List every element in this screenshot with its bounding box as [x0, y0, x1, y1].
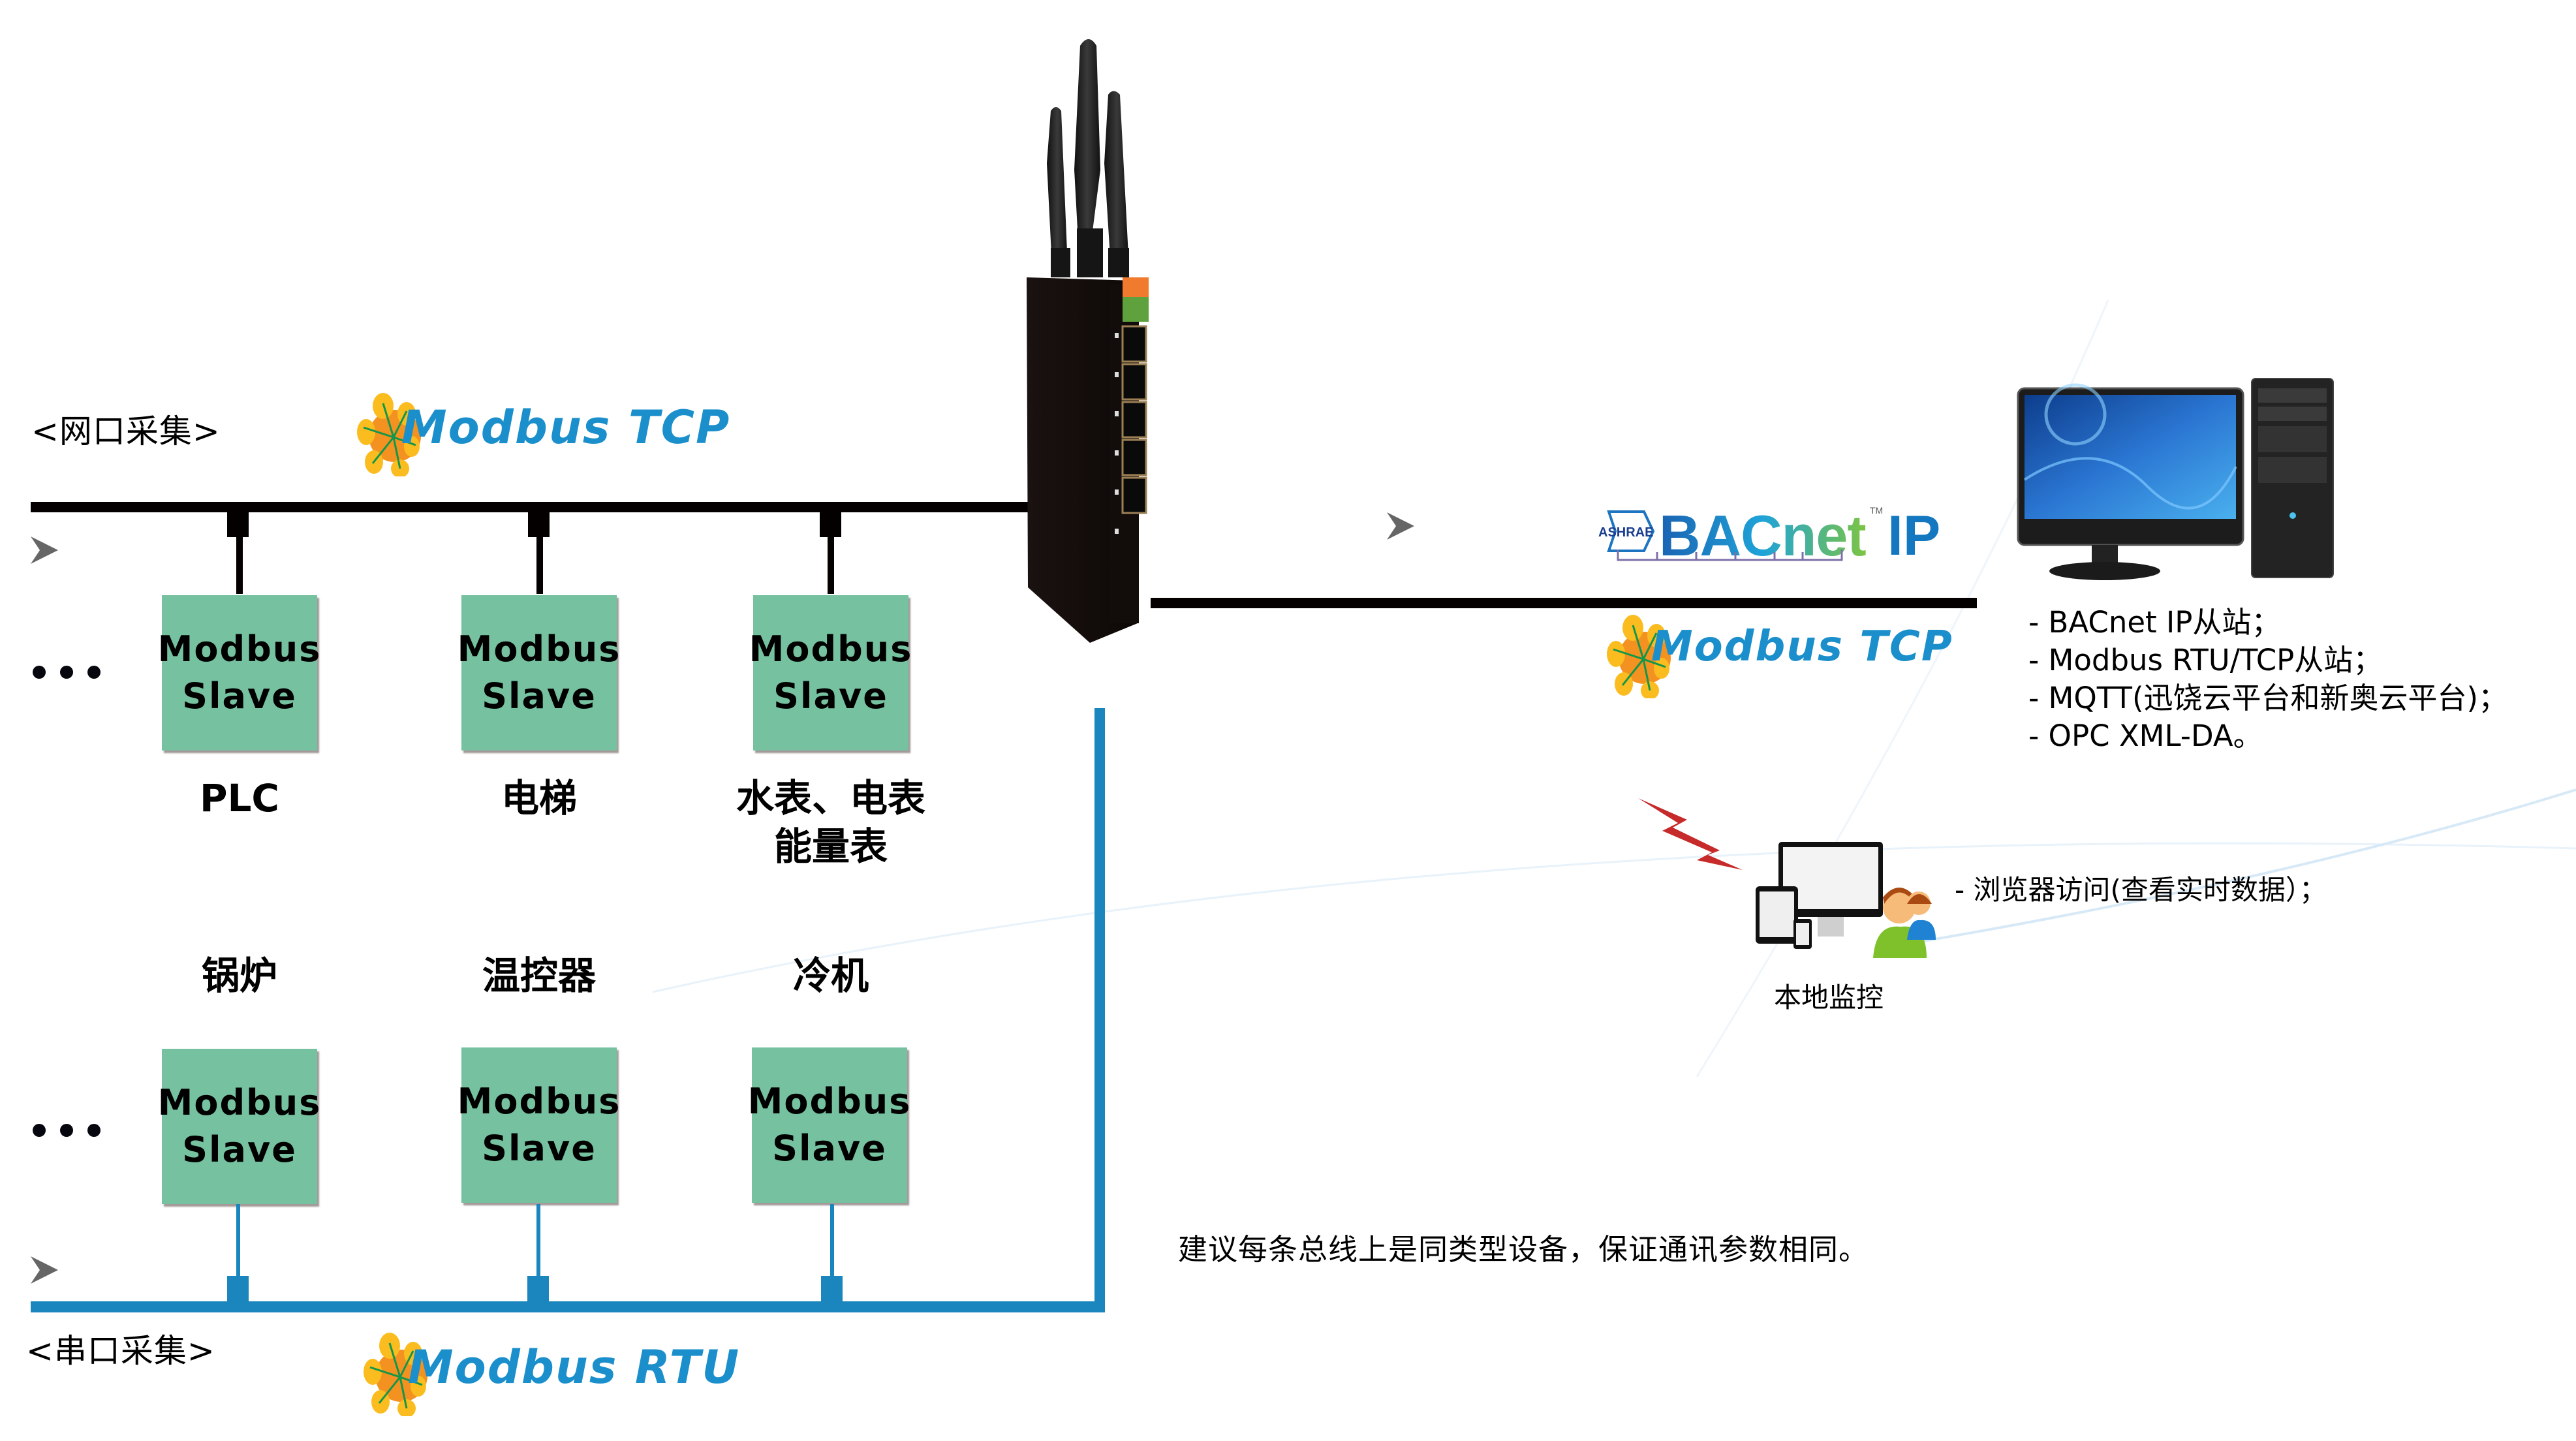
device-label-chiller: 冷机 [792, 953, 869, 998]
bacnet-bus-graphic [1617, 550, 1843, 561]
bus-drop-2 [536, 536, 543, 594]
feature-item: - BACnet IP从站； [2028, 605, 2281, 640]
device-label-elevator: 电梯 [501, 776, 577, 820]
industrial-router-icon [1027, 39, 1149, 643]
bus-tap-4 [227, 1276, 249, 1302]
modbus-tcp-logo-right: Modbus TCP [1606, 613, 1971, 698]
bus-tap-5 [527, 1276, 549, 1302]
bus-tap-2 [528, 512, 550, 537]
bus-tap-1 [227, 512, 249, 537]
local-monitor-label: 本地监控 [1774, 982, 1884, 1014]
serial-section-label: <串口采集> [26, 1332, 215, 1370]
desktop-computer-icon [2017, 378, 2334, 580]
serial-bus [31, 1301, 1105, 1312]
device-label-boiler: 锅炉 [201, 953, 277, 998]
bus-drop-5 [536, 1204, 540, 1277]
modbus-tcp-logo-left: Modbus TCP [356, 392, 747, 476]
bus-recommendation-note: 建议每条总线上是同类型设备，保证通讯参数相同。 [1178, 1232, 1869, 1267]
ethernet-section-label: <网口采集> [31, 412, 221, 450]
antenna [1074, 39, 1100, 241]
modbus-rtu-logo-text: Modbus RTU [408, 1340, 741, 1394]
upstream-ethernet-line [1151, 598, 1977, 608]
modbus-network-icon [1607, 615, 1671, 698]
bacnet-wordmark: BACnet [1659, 503, 1867, 568]
bacnet-ip-logo: ASHRAE BACnet TM IP [1597, 503, 1940, 574]
modbus-tcp-logo-text: Modbus TCP [401, 401, 731, 454]
ethernet-bus [31, 502, 1029, 512]
ashrae-badge-icon: ASHRAE [1598, 510, 1655, 552]
bacnet-ip-suffix: IP [1887, 504, 1941, 567]
feature-item: - Modbus RTU/TCP从站； [2028, 643, 2383, 677]
device-label-plc: PLC [199, 776, 280, 820]
bus-drop-3 [828, 536, 834, 594]
gateway-feature-list: - BACnet IP从站； - Modbus RTU/TCP从站； - MQT… [2028, 604, 2507, 755]
antenna [1104, 91, 1129, 268]
trademark: TM [1870, 505, 1884, 516]
modbus-network-icon [364, 1333, 427, 1416]
more-devices-indicator [33, 1124, 101, 1137]
modbus-network-icon [357, 393, 421, 476]
feature-item: - OPC XML-DA。 [2028, 719, 2263, 753]
feature-item: - MQTT(迅饶云平台和新奥云平台)； [2028, 681, 2508, 715]
bus-drop-6 [830, 1204, 834, 1277]
bus-tap-6 [821, 1276, 843, 1302]
serial-bus-riser [1094, 708, 1105, 1312]
svg-text:ASHRAE: ASHRAE [1598, 525, 1653, 540]
bus-drop-4 [236, 1204, 240, 1277]
browser-access-description: - 浏览器访问(查看实时数据）； [1955, 874, 2327, 906]
devices-users-icon [1756, 842, 1936, 958]
modbus-rtu-logo: Modbus RTU [362, 1331, 767, 1416]
more-devices-indicator [33, 666, 101, 679]
modbus-tcp-logo-text: Modbus TCP [1651, 623, 1953, 671]
bus-drop-1 [236, 536, 243, 594]
lightning-bolt-icon [1638, 798, 1743, 870]
device-label-thermostat: 温控器 [482, 953, 596, 998]
antenna [1047, 107, 1068, 268]
bus-tap-3 [820, 512, 841, 537]
device-label-meters: 水表、电表 能量表 [736, 776, 925, 869]
